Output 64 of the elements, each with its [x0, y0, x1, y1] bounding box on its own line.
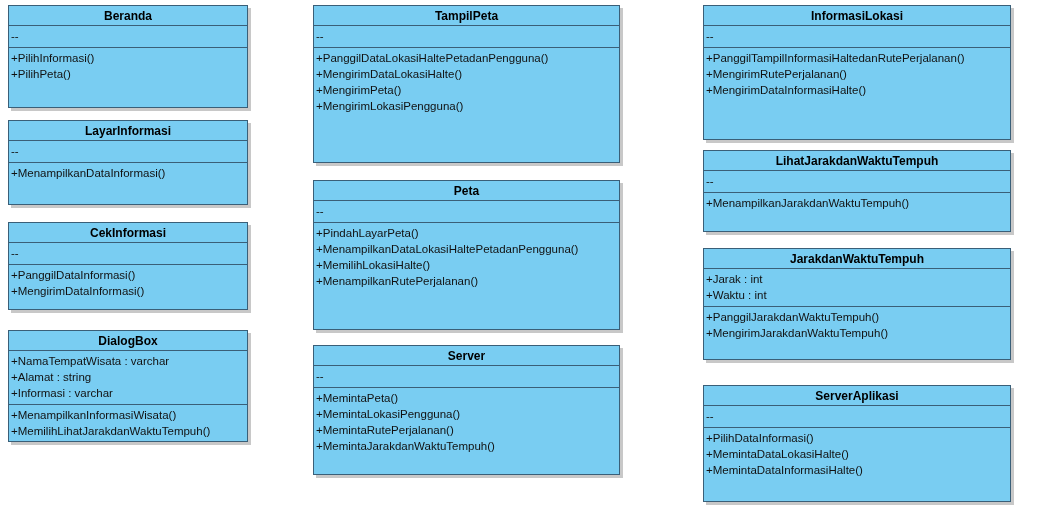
- method-text: +PanggilDataInformasi(): [11, 268, 136, 283]
- class-box: [313, 345, 620, 475]
- class-name: Peta: [452, 183, 481, 200]
- class-name: Server: [446, 348, 487, 365]
- method-text: +MemilihLokasiHalte(): [316, 258, 431, 273]
- method-text: +MemilihLihatJarakdanWaktuTempuh(): [11, 424, 211, 439]
- method-text: +MemintaPeta(): [316, 391, 399, 406]
- method-text: +MemintaDataLokasiHalte(): [706, 447, 849, 462]
- method-text: +MemintaDataInformasiHalte(): [706, 463, 863, 478]
- method-text: +PindahLayarPeta(): [316, 226, 419, 241]
- method-text: +MenampilkanRutePerjalanan(): [316, 274, 479, 289]
- method-text: +PilihInformasi(): [11, 51, 95, 66]
- attribute-text: +NamaTempatWisata : varchar: [11, 354, 170, 369]
- attribute-text: +Informasi : varchar: [11, 386, 113, 401]
- class-name: TampilPeta: [433, 8, 500, 25]
- class-name: Beranda: [103, 8, 153, 25]
- method-text: +MenampilkanJarakdanWaktuTempuh(): [706, 196, 910, 211]
- attribute-text: --: [706, 29, 714, 44]
- method-text: +PanggilTampilInformasiHaltedanRutePerjalanan(): [706, 51, 965, 66]
- class-name: ServerAplikasi: [814, 388, 900, 405]
- class-name: DialogBox: [97, 333, 159, 350]
- attribute-text: --: [11, 246, 19, 261]
- class-name: LayarInformasi: [83, 123, 172, 140]
- method-text: +MengirimJarakdanWaktuTempuh(): [706, 326, 889, 341]
- class-box: [703, 5, 1011, 140]
- method-text: +MengirimPeta(): [316, 83, 402, 98]
- method-text: +MengirimDataInformasiHalte(): [706, 83, 867, 98]
- class-box: [313, 5, 620, 163]
- class-box: [703, 385, 1011, 502]
- attribute-text: --: [11, 144, 19, 159]
- method-text: +MengirimRutePerjalanan(): [706, 67, 847, 82]
- method-text: +PanggilDataLokasiHaltePetadanPengguna(): [316, 51, 549, 66]
- attribute-text: +Alamat : string: [11, 370, 92, 385]
- method-text: +MemintaJarakdanWaktuTempuh(): [316, 439, 495, 454]
- class-box: [703, 150, 1011, 232]
- method-text: +MengirimDataLokasiHalte(): [316, 67, 463, 82]
- class-box: [313, 180, 620, 330]
- method-text: +MemintaLokasiPengguna(): [316, 407, 461, 422]
- attribute-text: --: [316, 369, 324, 384]
- class-name: LihatJarakdanWaktuTempuh: [774, 153, 940, 170]
- method-text: +MemintaRutePerjalanan(): [316, 423, 454, 438]
- class-box: [8, 330, 248, 442]
- attribute-text: +Waktu : int: [706, 288, 767, 303]
- method-text: +MenampilkanDataLokasiHaltePetadanPengguna(): [316, 242, 579, 257]
- method-text: +MenampilkanDataInformasi(): [11, 166, 166, 181]
- class-name: CekInformasi: [89, 225, 167, 242]
- class-name: InformasiLokasi: [810, 8, 904, 25]
- attribute-text: --: [706, 174, 714, 189]
- class-box: [8, 222, 248, 310]
- attribute-text: --: [316, 204, 324, 219]
- class-box: [703, 248, 1011, 360]
- attribute-text: --: [316, 29, 324, 44]
- method-text: +PanggilJarakdanWaktuTempuh(): [706, 310, 880, 325]
- class-name: JarakdanWaktuTempuh: [789, 251, 925, 268]
- attribute-text: --: [706, 409, 714, 424]
- class-box: [8, 5, 248, 108]
- attribute-text: --: [11, 29, 19, 44]
- method-text: +MengirimDataInformasi(): [11, 284, 145, 299]
- method-text: +MengirimLokasiPengguna(): [316, 99, 464, 114]
- method-text: +PilihDataInformasi(): [706, 431, 814, 446]
- attribute-text: +Jarak : int: [706, 272, 763, 287]
- method-text: +PilihPeta(): [11, 67, 71, 82]
- method-text: +MenampilkanInformasiWisata(): [11, 408, 177, 423]
- class-box: [8, 120, 248, 205]
